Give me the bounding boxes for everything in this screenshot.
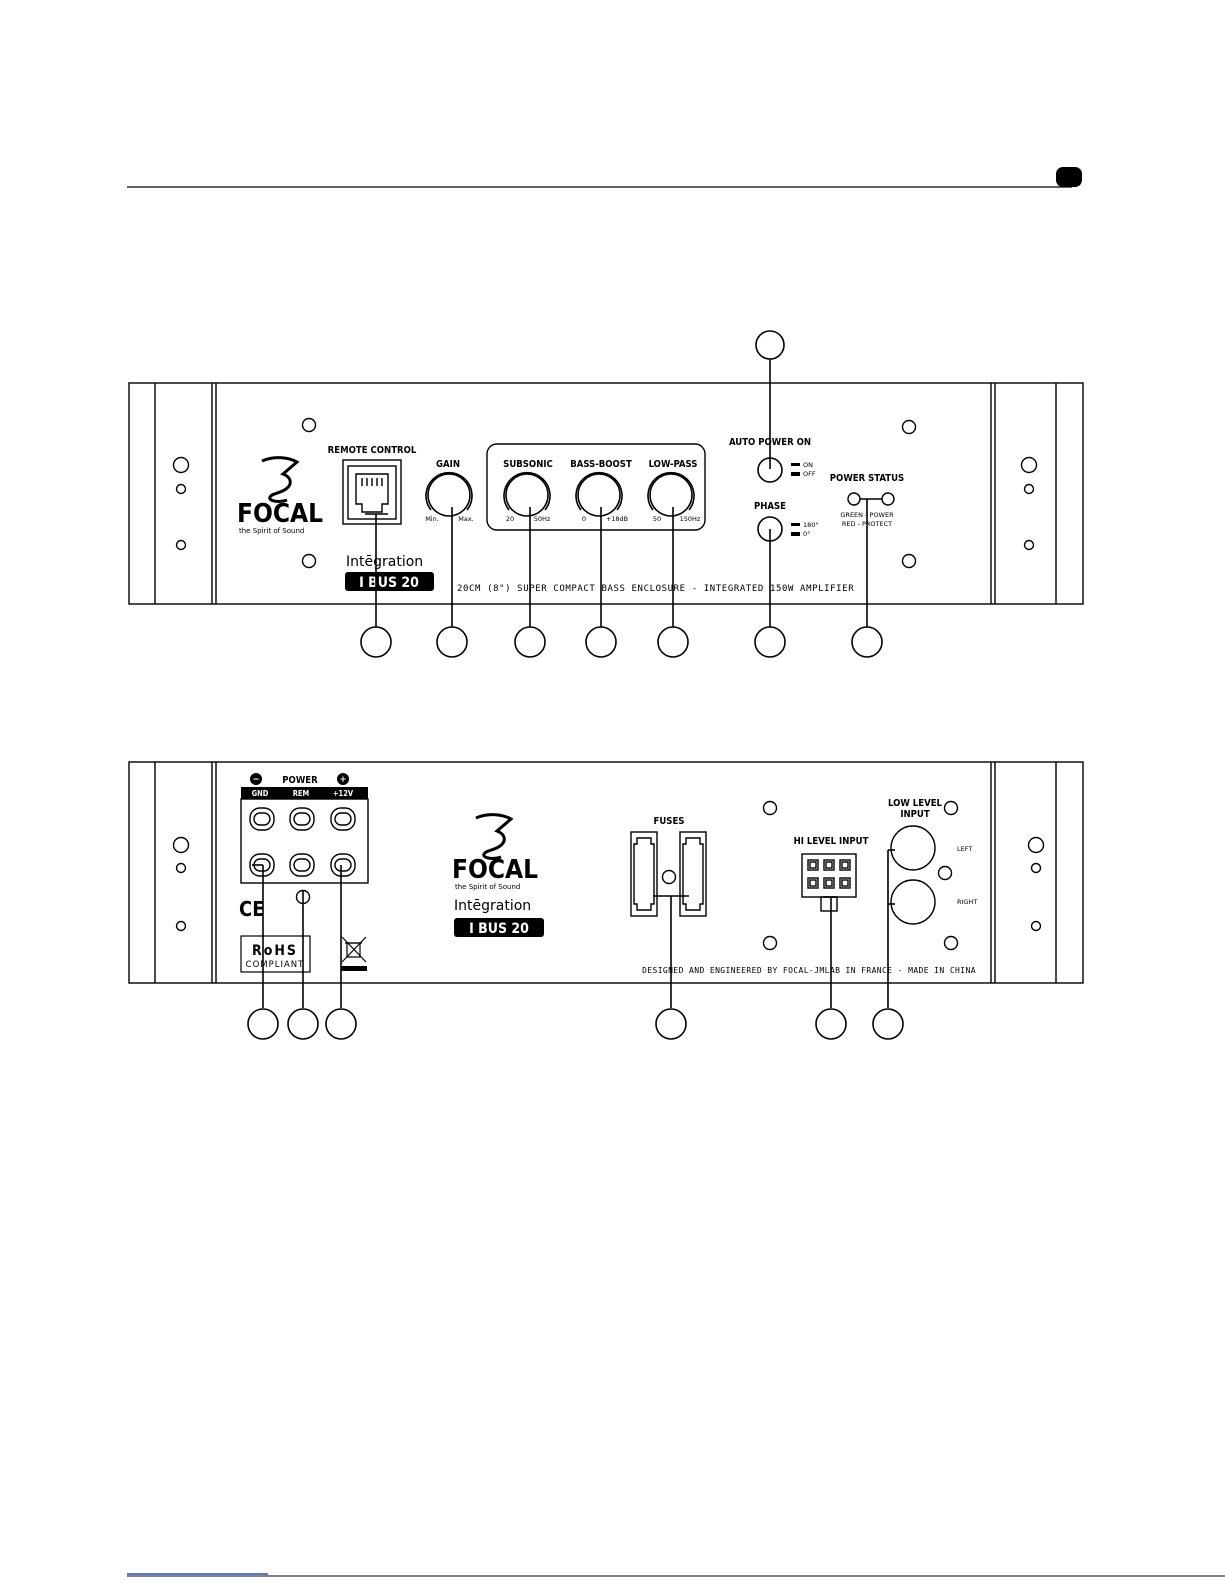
- bass-boost-label: BASS-BOOST: [570, 459, 632, 470]
- rear-callouts: [247, 849, 904, 1040]
- low-pass-max-label: 150Hz: [680, 515, 701, 523]
- hi-level-input-label: HI LEVEL INPUT: [794, 836, 869, 847]
- rca-right: [890, 879, 936, 925]
- remote-control-jack: [342, 459, 402, 525]
- front-panel: [128, 382, 1084, 605]
- subsonic-knob: [503, 471, 551, 517]
- brand-tagline-rear: the Spirit of Sound: [455, 883, 520, 891]
- focal-logo-front: FOCAL the Spirit of Sound: [237, 456, 323, 535]
- front-description: 20CM (8") SUPER COMPACT BASS ENCLOSURE -…: [457, 584, 854, 594]
- brand-name-rear: FOCAL: [452, 855, 538, 885]
- minus-symbol: −: [253, 775, 260, 785]
- status-led-green: [847, 492, 861, 506]
- filter-group-box: [486, 443, 706, 531]
- power-label: POWER: [282, 775, 318, 786]
- phase-0-label: 0°: [803, 530, 810, 538]
- auto-on-mark: [791, 463, 800, 466]
- compliant-label: COMPLIANT: [246, 960, 305, 970]
- power-terminal-block: [240, 798, 369, 905]
- fuses-label: FUSES: [654, 816, 685, 827]
- rem-label: REM: [293, 789, 310, 798]
- model-badge-front: [345, 572, 434, 591]
- minus-icon: [250, 773, 262, 785]
- low-pass-knob: [647, 471, 695, 517]
- low-level-input-label-2: INPUT: [900, 809, 930, 820]
- gain-knob: [425, 471, 473, 517]
- series-label-front: Intēgration: [346, 554, 423, 570]
- rear-panel: [128, 761, 1084, 984]
- page-tab: [1056, 167, 1082, 187]
- power-status-label: POWER STATUS: [830, 473, 904, 484]
- subsonic-min-label: 20: [506, 515, 514, 523]
- series-label-rear: Intēgration: [454, 898, 531, 914]
- gnd-label: GND: [252, 789, 269, 798]
- auto-on-label: ON: [803, 461, 813, 469]
- terminal-header-bar: [241, 787, 368, 799]
- front-callouts: [360, 330, 883, 658]
- left-label: LEFT: [957, 845, 972, 853]
- rohs-label: RoHS: [252, 943, 298, 959]
- model-badge-rear: [454, 918, 544, 937]
- low-level-input-label-1: LOW LEVEL: [888, 798, 943, 809]
- weee-bar: [341, 966, 367, 971]
- low-pass-min-label: 50: [653, 515, 661, 523]
- remote-control-label: REMOTE CONTROL: [328, 445, 417, 456]
- low-pass-label: LOW-PASS: [649, 459, 698, 470]
- ce-mark: CE: [239, 897, 265, 921]
- fuse-holder: [630, 831, 707, 917]
- bass-boost-max-label: +18dB: [606, 515, 628, 523]
- bass-boost-min-label: 0: [582, 515, 586, 523]
- brand-tagline-front: the Spirit of Sound: [239, 527, 304, 535]
- phase-label: PHASE: [754, 501, 786, 512]
- brand-name-front: FOCAL: [237, 499, 323, 529]
- focal-logo-rear: FOCAL the Spirit of Sound: [452, 813, 538, 891]
- phase-0-mark: [791, 532, 800, 536]
- gain-label: GAIN: [436, 459, 460, 470]
- rohs-box: [240, 935, 311, 973]
- gain-max-label: Max.: [458, 515, 474, 523]
- auto-off-label: OFF: [803, 470, 816, 478]
- model-label-rear: I BUS 20: [469, 921, 529, 937]
- designed-label: DESIGNED AND ENGINEERED BY FOCAL-JMLAB I…: [642, 966, 976, 975]
- rca-left: [890, 825, 936, 871]
- subsonic-label: SUBSONIC: [503, 459, 553, 470]
- right-label: RIGHT: [957, 898, 977, 906]
- phase-180-mark: [791, 523, 800, 526]
- phase-180-label: 180°: [803, 521, 819, 529]
- model-label-front: I BUS 20: [359, 575, 419, 591]
- plus12v-label: +12V: [333, 789, 354, 798]
- status-led-red: [881, 492, 895, 506]
- bass-boost-knob: [575, 471, 623, 517]
- auto-off-mark: [791, 472, 800, 476]
- subsonic-max-label: 50Hz: [534, 515, 551, 523]
- plus-symbol: +: [340, 775, 347, 785]
- gain-min-label: Min.: [425, 515, 439, 523]
- hi-level-connector: [801, 853, 857, 912]
- plus-icon: [337, 773, 349, 785]
- weee-bin-icon: [341, 936, 367, 963]
